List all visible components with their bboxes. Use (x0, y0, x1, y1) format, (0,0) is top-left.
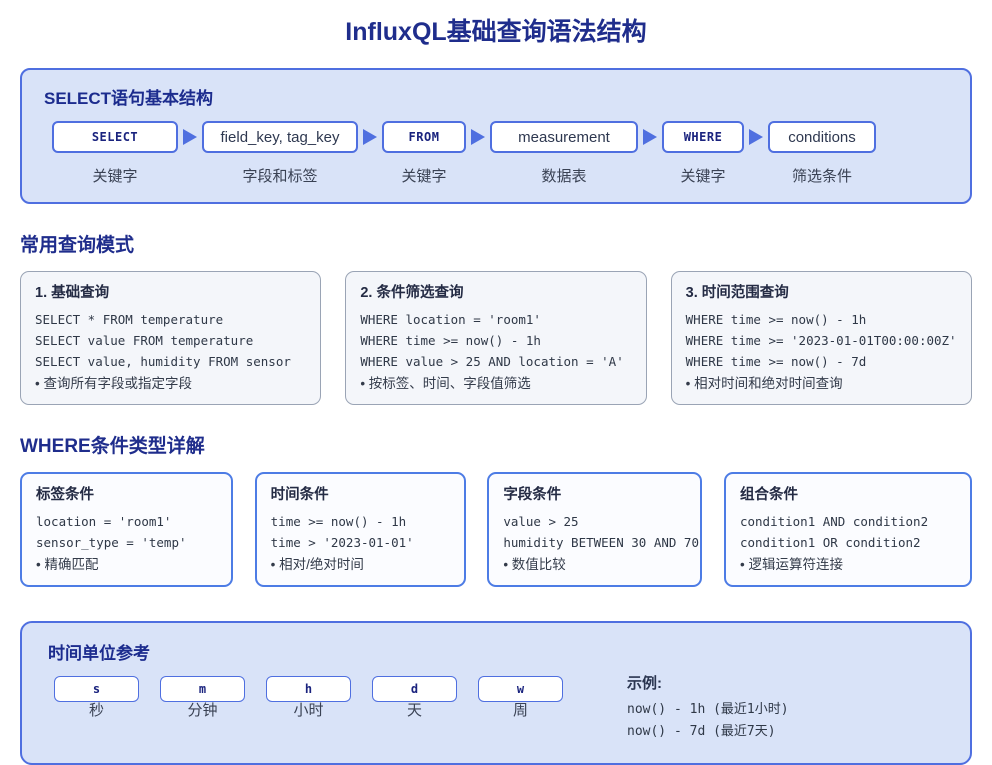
unit-days: d 天 (372, 676, 457, 720)
flow-label-where: 关键字 (680, 168, 726, 185)
flow-step-conditions: conditions 筛选条件 (768, 121, 876, 186)
unit-box: d (372, 676, 457, 702)
unit-label: 秒 (88, 702, 104, 719)
time-units-panel: 时间单位参考 s 秒 m 分钟 h 小时 d 天 w 周 (20, 621, 972, 765)
flow-arrow-icon (183, 129, 197, 145)
where-card-combined: 组合条件 condition1 AND condition2 condition… (723, 472, 972, 587)
code-line: location = 'room1' (36, 514, 172, 529)
example-line: now() - 7d (最近7天) (627, 724, 776, 739)
time-units-content: s 秒 m 分钟 h 小时 d 天 w 周 示例: now() - 1h (最近… (46, 675, 950, 743)
card-note: • 按标签、时间、字段值筛选 (360, 376, 531, 391)
code-line: sensor_type = 'temp' (36, 535, 187, 550)
code-line: condition1 AND condition2 (739, 514, 929, 529)
card-title: 标签条件 (36, 487, 94, 503)
pattern-card-condition: 2. 条件筛选查询 WHERE location = 'room1' WHERE… (345, 271, 647, 405)
examples-block: 示例: now() - 1h (最近1小时) now() - 7d (最近7天) (627, 672, 789, 743)
flow-arrow-icon (643, 129, 657, 145)
card-note: • 精确匹配 (36, 557, 99, 572)
flow-box-fields: field_key, tag_key (202, 121, 358, 153)
time-units-heading: 时间单位参考 (48, 644, 150, 663)
code-line: SELECT value FROM temperature (35, 333, 254, 348)
unit-label: 周 (512, 702, 528, 719)
flow-label-conditions: 筛选条件 (791, 168, 852, 185)
unit-label: 分钟 (187, 702, 218, 719)
card-note: • 逻辑运算符连接 (739, 557, 843, 572)
select-structure-panel: SELECT语句基本结构 SELECT 关键字 field_key, tag_k… (20, 68, 972, 204)
patterns-cards-row: 1. 基础查询 SELECT * FROM temperature SELECT… (20, 271, 972, 405)
where-card-time: 时间条件 time >= now() - 1h time > '2023-01-… (254, 472, 466, 587)
card-title: 字段条件 (503, 487, 562, 503)
unit-box: h (266, 676, 351, 702)
card-title: 2. 条件筛选查询 (360, 285, 464, 301)
select-structure-heading: SELECT语句基本结构 (44, 89, 214, 108)
syntax-flow: SELECT 关键字 field_key, tag_key 字段和标签 FROM… (52, 121, 950, 186)
flow-step-select: SELECT 关键字 (52, 121, 178, 186)
code-line: time > '2023-01-01' (270, 535, 414, 550)
unit-label: 小时 (293, 702, 324, 719)
unit-weeks: w 周 (478, 676, 563, 720)
code-line: condition1 OR condition2 (739, 535, 921, 550)
code-line: value > 25 (503, 514, 579, 529)
flow-box-conditions: conditions (768, 121, 876, 153)
card-title: 3. 时间范围查询 (685, 285, 789, 301)
unit-hours: h 小时 (266, 676, 351, 720)
card-title: 1. 基础查询 (35, 285, 110, 301)
flow-arrow-icon (471, 129, 485, 145)
flow-box-measurement: measurement (490, 121, 638, 153)
unit-minutes: m 分钟 (160, 676, 245, 720)
pattern-card-timerange: 3. 时间范围查询 WHERE time >= now() - 1h WHERE… (670, 271, 972, 405)
card-note: • 查询所有字段或指定字段 (35, 376, 192, 391)
example-line: now() - 1h (最近1小时) (627, 702, 789, 717)
flow-label-from: 关键字 (401, 168, 447, 185)
code-line: WHERE location = 'room1' (360, 312, 541, 327)
where-card-field: 字段条件 value > 25 humidity BETWEEN 30 AND … (487, 472, 703, 587)
unit-label: 天 (406, 702, 422, 719)
patterns-heading: 常用查询模式 (20, 235, 135, 256)
code-line: SELECT * FROM temperature (35, 312, 224, 327)
code-line: WHERE time >= now() - 7d (685, 354, 867, 369)
where-types-heading: WHERE条件类型详解 (20, 436, 205, 457)
flow-arrow-icon (363, 129, 377, 145)
where-cards-row: 标签条件 location = 'room1' sensor_type = 't… (20, 472, 972, 587)
code-line: SELECT value, humidity FROM sensor (35, 354, 291, 369)
card-note: • 数值比较 (503, 557, 566, 572)
flow-box-from: FROM (382, 121, 466, 153)
flow-label-select: 关键字 (92, 168, 138, 185)
card-note: • 相对时间和绝对时间查询 (685, 376, 843, 391)
code-line: WHERE value > 25 AND location = 'A' (360, 354, 624, 369)
unit-box: s (54, 676, 139, 702)
examples-title: 示例: (627, 675, 662, 692)
units-row: s 秒 m 分钟 h 小时 d 天 w 周 (54, 676, 563, 720)
pattern-card-basic: 1. 基础查询 SELECT * FROM temperature SELECT… (20, 271, 322, 405)
unit-seconds: s 秒 (54, 676, 139, 720)
code-line: time >= now() - 1h (270, 514, 407, 529)
code-line: WHERE time >= now() - 1h (360, 333, 541, 348)
card-note: • 相对/绝对时间 (270, 557, 364, 572)
flow-step-measurement: measurement 数据表 (490, 121, 638, 186)
flow-step-from: FROM 关键字 (382, 121, 466, 186)
flow-box-where: WHERE (662, 121, 744, 153)
unit-box: w (478, 676, 563, 702)
flow-step-fields: field_key, tag_key 字段和标签 (202, 121, 358, 186)
flow-label-measurement: 数据表 (541, 168, 587, 185)
flow-label-fields: 字段和标签 (242, 168, 318, 185)
unit-box: m (160, 676, 245, 702)
code-line: WHERE time >= '2023-01-01T00:00:00Z' (685, 333, 957, 348)
where-card-tag: 标签条件 location = 'room1' sensor_type = 't… (20, 472, 233, 587)
code-line: WHERE time >= now() - 1h (685, 312, 867, 327)
flow-arrow-icon (749, 129, 763, 145)
card-title: 时间条件 (270, 487, 329, 503)
flow-step-where: WHERE 关键字 (662, 121, 744, 186)
flow-box-select: SELECT (52, 121, 178, 153)
card-title: 组合条件 (739, 487, 798, 503)
page-title: InfluxQL基础查询语法结构 (345, 18, 647, 46)
code-line: humidity BETWEEN 30 AND 70 (503, 535, 699, 550)
